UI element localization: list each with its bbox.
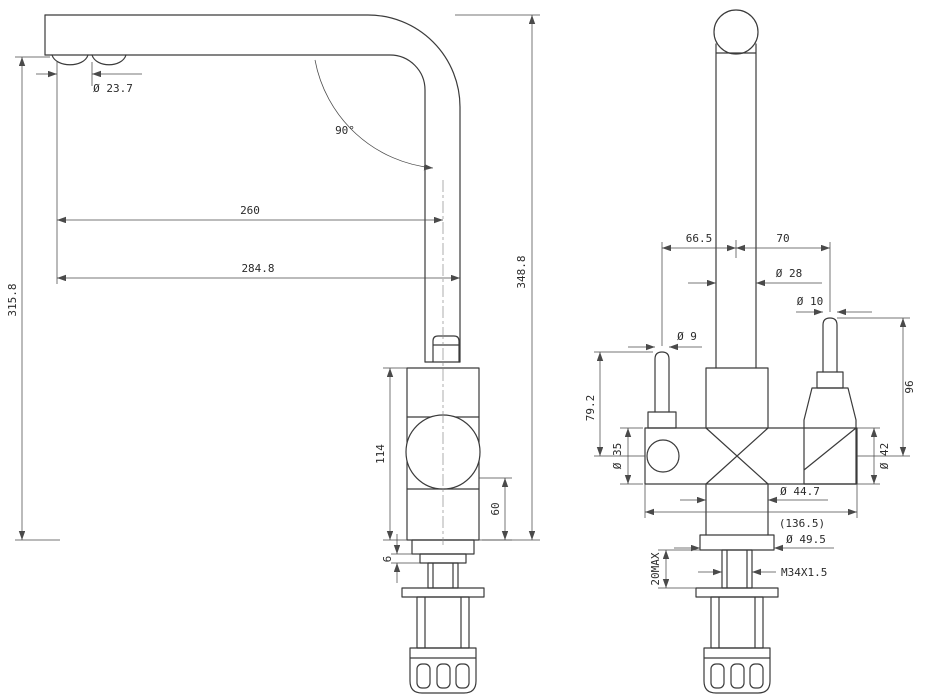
- label-left-hub-diameter: Ø 35: [611, 443, 624, 470]
- label-right-handle-height: 96: [903, 380, 916, 393]
- front-left-arm: [644, 427, 707, 485]
- label-base-diameter: Ø 49.5: [786, 533, 826, 546]
- front-column: [715, 43, 757, 369]
- spout-inner-profile: [44, 54, 426, 363]
- label-overall-width: (136.5): [779, 517, 825, 530]
- label-aerator-diameter: Ø 23.7: [93, 82, 133, 95]
- side-view-labels: Ø 23.7 90° 260 284.8 315.8 348.8 114 60 …: [6, 82, 528, 562]
- side-mounting-nut: [409, 647, 477, 694]
- side-handle-lever: [432, 335, 460, 363]
- dim-angle-arc: [314, 59, 434, 171]
- label-thread-spec: M34X1.5: [781, 566, 827, 579]
- right-handle-bell: [803, 387, 857, 485]
- left-arm-end-circle: [646, 439, 680, 473]
- label-body-diameter: Ø 44.7: [780, 485, 820, 498]
- label-left-handle-height: 79.2: [584, 395, 597, 422]
- front-view: 66.5 70 Ø 28 Ø 10 Ø 9 79.2 Ø 35 Ø 42 96 …: [584, 9, 916, 694]
- ext-6: [391, 553, 420, 564]
- label-bend-angle: 90°: [335, 124, 355, 137]
- aerator: [51, 54, 127, 66]
- front-mounting-plate: [695, 587, 779, 598]
- side-threaded-shank: [427, 562, 459, 589]
- left-handle-collar: [647, 411, 677, 429]
- spout-outer-profile: [44, 14, 461, 363]
- right-handle-collar: [816, 371, 844, 389]
- label-left-offset: 66.5: [686, 232, 713, 245]
- label-outlet-height: 60: [489, 502, 502, 515]
- column-top-ball: [713, 9, 759, 55]
- label-body-height: 114: [374, 444, 387, 464]
- front-nut-slot-2: [730, 663, 745, 689]
- side-view: Ø 23.7 90° 260 284.8 315.8 348.8 114 60 …: [6, 14, 540, 694]
- side-view-outline: [44, 14, 485, 694]
- front-right-arm: [767, 427, 858, 485]
- label-height-under-spout: 315.8: [6, 283, 19, 316]
- ext-35: [620, 427, 643, 485]
- label-height-overall: 348.8: [515, 255, 528, 288]
- ext-79: [594, 351, 653, 457]
- label-washer-thickness: 6: [381, 556, 394, 563]
- label-right-hub-diameter: Ø 42: [878, 443, 891, 470]
- side-nut-slot-1: [416, 663, 431, 689]
- ext-136: [644, 484, 858, 518]
- side-mounting-plate: [401, 587, 485, 598]
- front-nut-slot-3: [749, 663, 764, 689]
- label-column-diameter: Ø 28: [776, 267, 803, 280]
- front-nut-slot-1: [710, 663, 725, 689]
- side-nut-slot-3: [455, 663, 470, 689]
- front-view-outline: [644, 9, 858, 694]
- side-base-flange: [411, 539, 475, 555]
- label-right-offset: 70: [776, 232, 789, 245]
- side-mounting-spacer: [416, 596, 470, 649]
- side-view-dimensions: [15, 14, 540, 583]
- front-base-flange: [699, 534, 775, 551]
- left-handle-lever: [654, 351, 670, 413]
- front-threaded-shank: [721, 549, 753, 589]
- front-view-dimensions: [594, 240, 910, 589]
- front-mounting-spacer: [710, 596, 764, 649]
- ext-20max: [658, 549, 700, 589]
- label-reach-overall: 284.8: [241, 262, 274, 275]
- label-right-lever-diameter: Ø 10: [797, 295, 824, 308]
- label-reach-center: 260: [240, 204, 260, 217]
- ext-96: [837, 317, 910, 457]
- front-body-upper: [705, 367, 769, 429]
- label-left-lever-diameter: Ø 9: [677, 330, 697, 343]
- front-body-lower: [705, 483, 769, 536]
- front-cross-junction: [705, 427, 769, 485]
- label-thread-length: 20MAX: [649, 552, 662, 585]
- front-mounting-nut: [703, 647, 771, 694]
- front-view-labels: 66.5 70 Ø 28 Ø 10 Ø 9 79.2 Ø 35 Ø 42 96 …: [584, 232, 916, 586]
- right-handle-lever: [822, 317, 838, 373]
- side-base-washer: [419, 553, 467, 564]
- ext-aerator: [56, 62, 93, 284]
- side-nut-slot-2: [436, 663, 451, 689]
